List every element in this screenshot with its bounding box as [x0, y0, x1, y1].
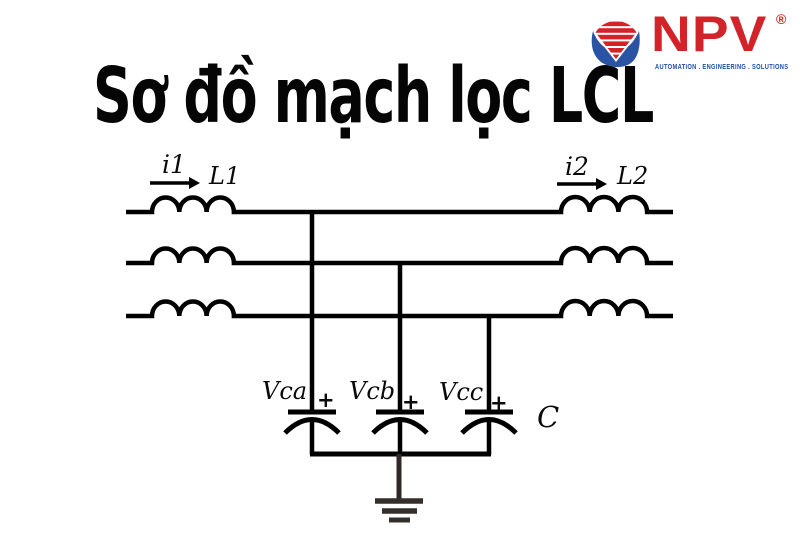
registered-trademark-icon: ® [776, 11, 787, 27]
polarity-plus-icon-b: + [402, 390, 420, 414]
cap-c-curved-plate [460, 417, 518, 435]
label-voltage-vcc: Vcc [439, 378, 484, 406]
label-inductor-l2: L2 [617, 162, 649, 190]
cap-a-curved-plate [283, 417, 341, 435]
npv-logo-icon [591, 19, 640, 68]
label-inductor-l1: L1 [209, 162, 241, 190]
label-voltage-vca: Vca [262, 377, 308, 405]
logo-tagline: AUTOMATION . ENGINEERING . SOLUTIONS [655, 64, 789, 71]
logo-brand-text: NPV [651, 6, 768, 62]
page-title: Sơ đồ mạch lọc LCL [93, 52, 654, 141]
polarity-plus-icon-a: + [317, 388, 335, 412]
polarity-plus-icon-c: + [490, 391, 508, 415]
phase-line-b [126, 245, 673, 266]
cap-b-curved-plate [371, 417, 429, 435]
logo-red-stripes [595, 21, 637, 59]
logo-crescent-shape [591, 31, 640, 68]
phase-line-c [126, 298, 673, 319]
ground-icon [375, 498, 423, 523]
i2-arrow-head [596, 178, 607, 190]
i1-arrow-head [189, 177, 200, 189]
phase-line-a [126, 194, 673, 215]
label-current-i2: i2 [565, 152, 589, 181]
label-capacitor-c: C [537, 400, 560, 434]
label-voltage-vcb: Vcb [349, 377, 396, 405]
label-current-i1: i1 [162, 150, 186, 179]
npv-logo: NPV ® AUTOMATION . ENGINEERING . SOLUTIO… [585, 8, 795, 80]
